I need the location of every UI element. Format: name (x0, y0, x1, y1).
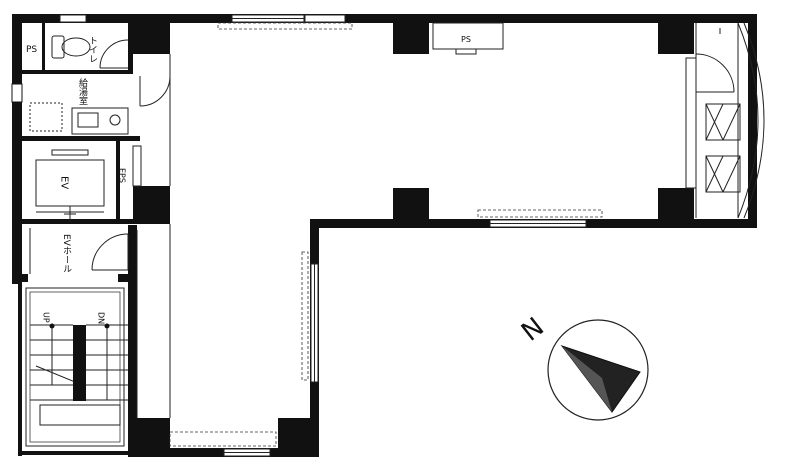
ev-hall (29, 228, 129, 274)
right-bay (685, 22, 765, 219)
stair-down-label: DN (97, 312, 106, 324)
stair-center-rail (73, 325, 86, 401)
stair-up-marker (49, 323, 55, 329)
windows (59, 14, 587, 457)
kitchenette-label: 給湯室 (77, 77, 88, 105)
toilet-room (51, 35, 129, 69)
compass-ring (547, 319, 649, 421)
eps-label: EPS (118, 168, 127, 183)
stair-down-marker (104, 323, 110, 329)
stair-up-label: UP (42, 312, 51, 323)
toilet-label: トイレ (87, 36, 98, 63)
core-walls (11, 22, 140, 282)
elevator-label: EV (59, 176, 70, 189)
kitchenette-room (29, 75, 171, 135)
ps-label-mid: PS (461, 35, 471, 44)
north-label: N (516, 312, 550, 348)
compass-needle-shade (562, 346, 612, 412)
interior-lines (136, 54, 171, 418)
compass: N (516, 312, 649, 421)
ps-label-left: PS (26, 45, 37, 55)
curtain-lines (169, 22, 603, 447)
columns (130, 22, 694, 456)
elevator-shaft (35, 149, 105, 222)
ev-hall-label: EVホール (61, 234, 72, 273)
ps-mid (432, 22, 504, 55)
